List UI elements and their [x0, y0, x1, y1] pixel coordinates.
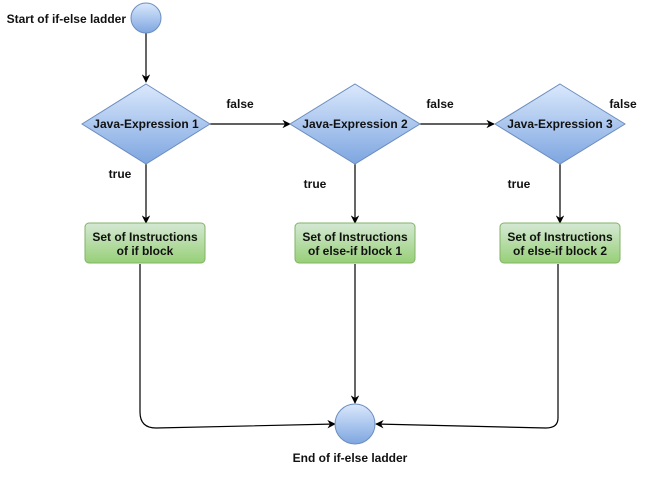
end-label: End of if-else ladder — [293, 451, 408, 465]
decision-label: Java-Expression 3 — [507, 117, 613, 131]
start-label: Start of if-else ladder — [7, 12, 127, 26]
block-else-if-2: Set of Instructions of else-if block 2 — [499, 222, 621, 264]
decision-diamond — [81, 83, 211, 165]
decision-expression-3: Java-Expression 3 false true — [494, 83, 637, 191]
false-label: false — [609, 97, 637, 111]
decision-diamond — [494, 83, 626, 165]
block-if: Set of Instructions of if block — [84, 222, 206, 264]
decision-diamond — [289, 83, 421, 165]
true-label: true — [109, 167, 132, 181]
block-else-if-1: Set of Instructions of else-if block 1 — [294, 222, 416, 264]
end-node: End of if-else ladder — [293, 403, 408, 465]
false-label: false — [426, 97, 454, 111]
edges — [139, 33, 565, 429]
start-circle — [130, 2, 162, 34]
edge-else-if-block-2-to-end — [375, 264, 559, 429]
block-label-line-1: Set of Instructions — [92, 230, 198, 244]
block-rect — [84, 222, 206, 264]
false-label: false — [226, 97, 254, 111]
true-label: true — [508, 177, 531, 191]
edge-if-block-to-end — [139, 264, 336, 429]
block-label-line-1: Set of Instructions — [507, 230, 613, 244]
block-rect — [499, 222, 621, 264]
block-label-line-2: of else-if block 1 — [308, 244, 402, 258]
decision-label: Java-Expression 1 — [93, 117, 199, 131]
end-circle — [334, 403, 376, 445]
decision-label: Java-Expression 2 — [302, 117, 408, 131]
decision-expression-1: Java-Expression 1 false true — [81, 83, 254, 181]
block-label-line-2: of if block — [117, 244, 174, 258]
block-label-line-1: Set of Instructions — [302, 230, 408, 244]
block-label-line-2: of else-if block 2 — [513, 244, 607, 258]
block-rect — [294, 222, 416, 264]
start-node: Start of if-else ladder — [7, 2, 162, 34]
decision-expression-2: Java-Expression 2 false true — [289, 83, 454, 191]
true-label: true — [304, 177, 327, 191]
